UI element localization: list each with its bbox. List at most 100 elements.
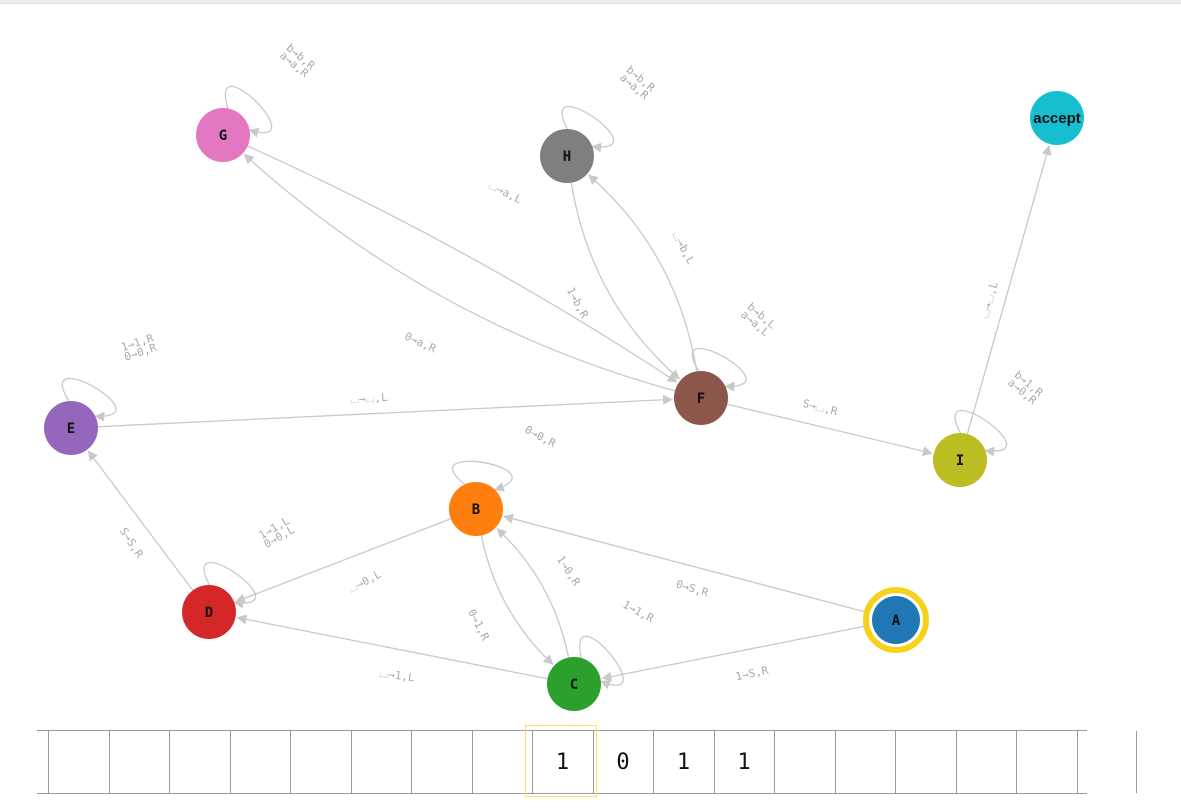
tape-cell[interactable]	[169, 731, 229, 793]
tape-cell[interactable]: 1	[713, 731, 774, 793]
transition-A-B-label: 0→S,R	[674, 577, 710, 599]
state-circle	[44, 401, 98, 455]
tape-cell[interactable]	[834, 731, 895, 793]
transition-F-G-edge	[243, 153, 676, 392]
top-bar	[0, 0, 1181, 4]
state-D[interactable]: D	[182, 585, 236, 639]
transition-F-H-edge	[588, 174, 698, 372]
transition-F-I-label: S→⌴,R	[801, 397, 839, 418]
transition-B-C-edge	[480, 535, 554, 665]
transition-label-text: 0→1,R	[465, 607, 492, 643]
state-label: C	[570, 677, 578, 693]
state-circle	[196, 108, 250, 162]
transition-B-B-label: 0→0,R	[523, 423, 559, 450]
transition-F-I-edge	[727, 403, 933, 457]
transition-E-E-edge	[61, 377, 117, 422]
transition-label-text: ⌴→0,L	[346, 567, 384, 595]
tape-cell[interactable]: 1	[532, 731, 592, 793]
transition-label-text: S→⌴,R	[801, 397, 839, 418]
transition-H-H-label: b→b,Ra→a,R	[617, 63, 657, 102]
transition-C-D-label: ⌴→1,L	[379, 667, 416, 685]
transition-label-text: ⌴→b,L	[669, 229, 697, 267]
transition-label-text: 1→S,R	[734, 664, 769, 684]
transition-label-text: 0→0,R	[523, 423, 559, 450]
state-circle	[872, 596, 920, 644]
transition-label-text: ⌴→⌴,L	[978, 280, 1000, 320]
tape-cell[interactable]	[48, 731, 108, 793]
state-label: G	[219, 128, 227, 144]
state-circle	[540, 129, 594, 183]
tape-cell[interactable]	[229, 731, 290, 793]
transition-F-F-label: b→b,La→a,L	[738, 300, 778, 339]
transitions-layer	[61, 85, 1052, 690]
transition-C-C-edge	[579, 635, 624, 690]
transition-D-E-label: S→S,R	[117, 525, 146, 560]
state-circle	[449, 482, 503, 536]
tape-cell[interactable]	[108, 731, 169, 793]
state-G[interactable]: G	[196, 108, 250, 162]
state-circle	[933, 433, 987, 487]
transition-label-text: 1→1,R	[621, 598, 657, 625]
transition-F-G-label: 0→a,R	[402, 330, 438, 356]
tape-cell[interactable]	[895, 731, 955, 793]
transition-I-I-edge	[954, 409, 1008, 457]
state-H[interactable]: H	[540, 129, 594, 183]
state-label: D	[205, 605, 213, 621]
tape-cell[interactable]	[955, 731, 1016, 793]
transition-B-C-label: 1→0,R	[554, 553, 583, 588]
tape-cell[interactable]	[411, 731, 471, 793]
transition-F-H-label: 1→b,R	[564, 285, 591, 321]
state-I[interactable]: I	[933, 433, 987, 487]
transition-A-C-edge	[601, 624, 870, 682]
tape-cell[interactable]	[290, 731, 350, 793]
transition-H-F-label: ⌴→b,L	[669, 229, 697, 267]
state-label: F	[697, 391, 705, 407]
transition-B-B-edge	[451, 460, 513, 492]
tape-cell[interactable]: 1	[653, 731, 713, 793]
state-E[interactable]: E	[44, 401, 98, 455]
tape-cell[interactable]	[774, 731, 834, 793]
state-circle	[1030, 91, 1084, 145]
transition-C-B-edge	[496, 528, 570, 658]
state-A[interactable]: A	[863, 587, 929, 653]
tape-cell[interactable]	[471, 731, 532, 793]
state-C[interactable]: C	[547, 657, 601, 711]
transition-E-F-edge	[97, 394, 674, 428]
transition-I-I-label: b→1,Ra→0,R	[1005, 368, 1045, 407]
transition-I-accept-edge	[966, 144, 1052, 435]
transition-F-F-edge	[691, 347, 747, 392]
transition-G-G-edge	[224, 85, 273, 138]
transition-E-E-label: 1→1,R0→0,R	[120, 331, 159, 363]
transition-B-D-edge	[235, 518, 452, 603]
state-F[interactable]: F	[674, 371, 728, 425]
transition-H-F-edge	[570, 182, 680, 380]
transition-C-D-edge	[236, 614, 548, 680]
state-accept[interactable]: accept	[1030, 91, 1084, 145]
transition-D-E-edge	[87, 450, 194, 591]
state-circle	[182, 585, 236, 639]
transition-label-text: 0→a,R	[402, 330, 438, 356]
transition-G-F-label: ⌴→a,L	[487, 179, 525, 207]
state-circle	[547, 657, 601, 711]
tape-cell[interactable]: 0	[592, 731, 653, 793]
state-label: B	[472, 502, 480, 518]
tape-head	[525, 725, 597, 797]
transition-E-F-label: ⌴→⌴,L	[350, 391, 389, 407]
transition-C-B-label: 0→1,R	[465, 607, 492, 643]
state-B[interactable]: B	[449, 482, 503, 536]
tape-cell[interactable]	[1076, 731, 1137, 793]
state-label: accept	[1033, 110, 1081, 127]
transition-C-C-label: 1→1,R	[621, 598, 657, 625]
state-label: H	[563, 149, 571, 165]
transition-A-C-label: 1→S,R	[734, 664, 769, 684]
transition-label-text: 0→S,R	[674, 577, 710, 599]
start-state-ring	[863, 587, 929, 653]
transition-H-H-edge	[561, 105, 615, 153]
state-label: A	[892, 613, 901, 629]
transition-label-text: 1→b,R	[564, 285, 591, 321]
tape-cell[interactable]	[1016, 731, 1076, 793]
transition-label-text: S→S,R	[117, 525, 146, 560]
tape-cell[interactable]	[350, 731, 411, 793]
